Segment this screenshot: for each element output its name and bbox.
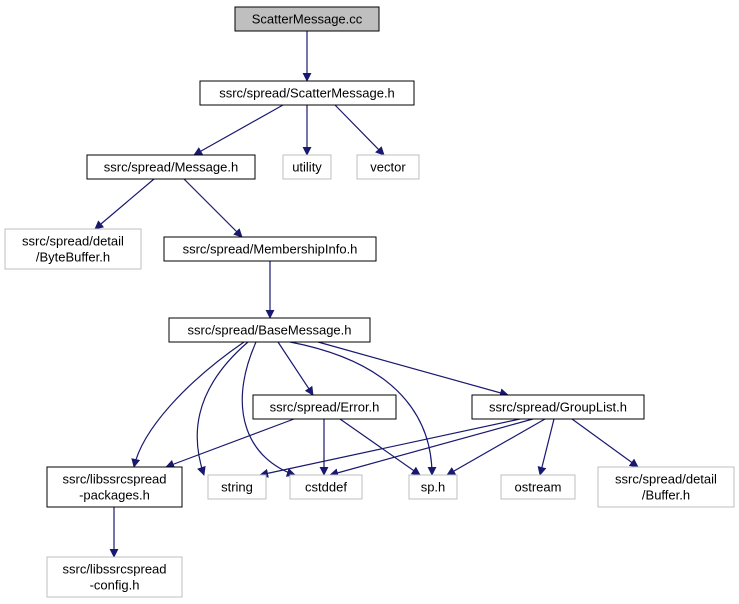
node-label-packages_h-0: ssrc/libssrcspread	[62, 472, 166, 487]
node-packages_h[interactable]: ssrc/libssrcspread-packages.h	[46, 466, 183, 508]
edge-grouplist_h-to-string	[259, 418, 521, 478]
edge-grouplist_h-to-sp_h	[446, 418, 546, 476]
edge-grouplist_h-to-ostream	[537, 418, 555, 476]
node-label-buffer_h-1: /Buffer.h	[642, 488, 690, 503]
node-membershipinfo_h[interactable]: ssrc/spread/MembershipInfo.h	[163, 236, 377, 262]
node-bytebuffer_h: ssrc/spread/detail/ByteBuffer.h	[4, 228, 142, 270]
edge-message_h-to-membershipinfo_h	[183, 178, 243, 238]
edge-basemessage_h-to-cstddef	[241, 341, 296, 477]
node-label-sp_h-0: sp.h	[421, 480, 446, 495]
node-basemessage_h[interactable]: ssrc/spread/BaseMessage.h	[168, 317, 371, 343]
edge-basemessage_h-to-grouplist_h	[317, 341, 509, 398]
node-label-bytebuffer_h-1: /ByteBuffer.h	[36, 250, 110, 265]
node-error_h[interactable]: ssrc/spread/Error.h	[252, 394, 397, 420]
node-box-packages_h	[46, 466, 183, 508]
node-label-string-0: string	[221, 480, 253, 495]
node-box-membershipinfo_h	[163, 236, 377, 262]
edge-error_h-to-sp_h	[339, 418, 421, 476]
nodes: ScatterMessage.cc ssrc/spread/ScatterMess…	[4, 6, 735, 598]
node-box-vector	[356, 154, 420, 180]
node-message_h[interactable]: ssrc/spread/Message.h	[86, 154, 256, 180]
node-box-buffer_h	[597, 466, 735, 508]
node-box-sp_h	[408, 474, 458, 500]
edge-message_h-to-bytebuffer_h	[94, 178, 155, 230]
node-scattermessage_h[interactable]: ssrc/spread/ScatterMessage.h	[199, 80, 415, 106]
edges	[94, 31, 639, 558]
node-label-config_h-0: ssrc/libssrcspread	[62, 562, 166, 577]
node-box-config_h	[46, 556, 183, 598]
node-sp_h: sp.h	[408, 474, 458, 500]
node-box-basemessage_h	[168, 317, 371, 343]
node-box-ostream	[500, 474, 576, 500]
node-label-basemessage_h-0: ssrc/spread/BaseMessage.h	[187, 323, 351, 338]
node-config_h: ssrc/libssrcspread-config.h	[46, 556, 183, 598]
edge-scattermessage_h-to-message_h	[193, 104, 284, 156]
node-box-cstddef	[289, 474, 363, 500]
edge-error_h-to-packages_h	[165, 418, 295, 469]
edge-basemessage_h-to-sp_h	[289, 341, 437, 476]
node-box-scattermessage_cc	[234, 6, 380, 32]
node-vector: vector	[356, 154, 420, 180]
node-utility: utility	[282, 154, 332, 180]
node-label-vector-0: vector	[370, 160, 406, 175]
node-label-membershipinfo_h-0: ssrc/spread/MembershipInfo.h	[183, 242, 358, 257]
edge-basemessage_h-to-string	[196, 341, 249, 476]
edge-grouplist_h-to-cstddef	[329, 418, 534, 478]
node-buffer_h: ssrc/spread/detail/Buffer.h	[597, 466, 735, 508]
node-ostream: ostream	[500, 474, 576, 500]
node-box-scattermessage_h	[199, 80, 415, 106]
edge-grouplist_h-to-buffer_h	[571, 418, 639, 468]
edge-basemessage_h-to-packages_h	[131, 341, 245, 468]
edge-scattermessage_h-to-vector	[334, 104, 385, 156]
node-label-packages_h-1: -packages.h	[79, 488, 150, 503]
node-label-message_h-0: ssrc/spread/Message.h	[104, 160, 238, 175]
node-label-buffer_h-0: ssrc/spread/detail	[615, 472, 717, 487]
node-string: string	[207, 474, 267, 500]
node-box-bytebuffer_h	[4, 228, 142, 270]
node-label-bytebuffer_h-0: ssrc/spread/detail	[22, 234, 124, 249]
node-grouplist_h[interactable]: ssrc/spread/GroupList.h	[471, 394, 645, 420]
node-label-config_h-1: -config.h	[90, 578, 140, 593]
node-box-string	[207, 474, 267, 500]
node-label-ostream-0: ostream	[515, 480, 562, 495]
node-scattermessage_cc[interactable]: ScatterMessage.cc	[234, 6, 380, 32]
edge-basemessage_h-to-error_h	[277, 341, 314, 396]
node-box-message_h	[86, 154, 256, 180]
node-label-scattermessage_h-0: ssrc/spread/ScatterMessage.h	[219, 86, 395, 101]
node-label-grouplist_h-0: ssrc/spread/GroupList.h	[489, 400, 627, 415]
node-label-utility-0: utility	[292, 160, 322, 175]
node-box-error_h	[252, 394, 397, 420]
node-label-error_h-0: ssrc/spread/Error.h	[270, 400, 380, 415]
node-label-scattermessage_cc-0: ScatterMessage.cc	[252, 12, 363, 27]
node-label-cstddef-0: cstddef	[305, 480, 347, 495]
node-box-grouplist_h	[471, 394, 645, 420]
node-box-utility	[282, 154, 332, 180]
node-cstddef: cstddef	[289, 474, 363, 500]
